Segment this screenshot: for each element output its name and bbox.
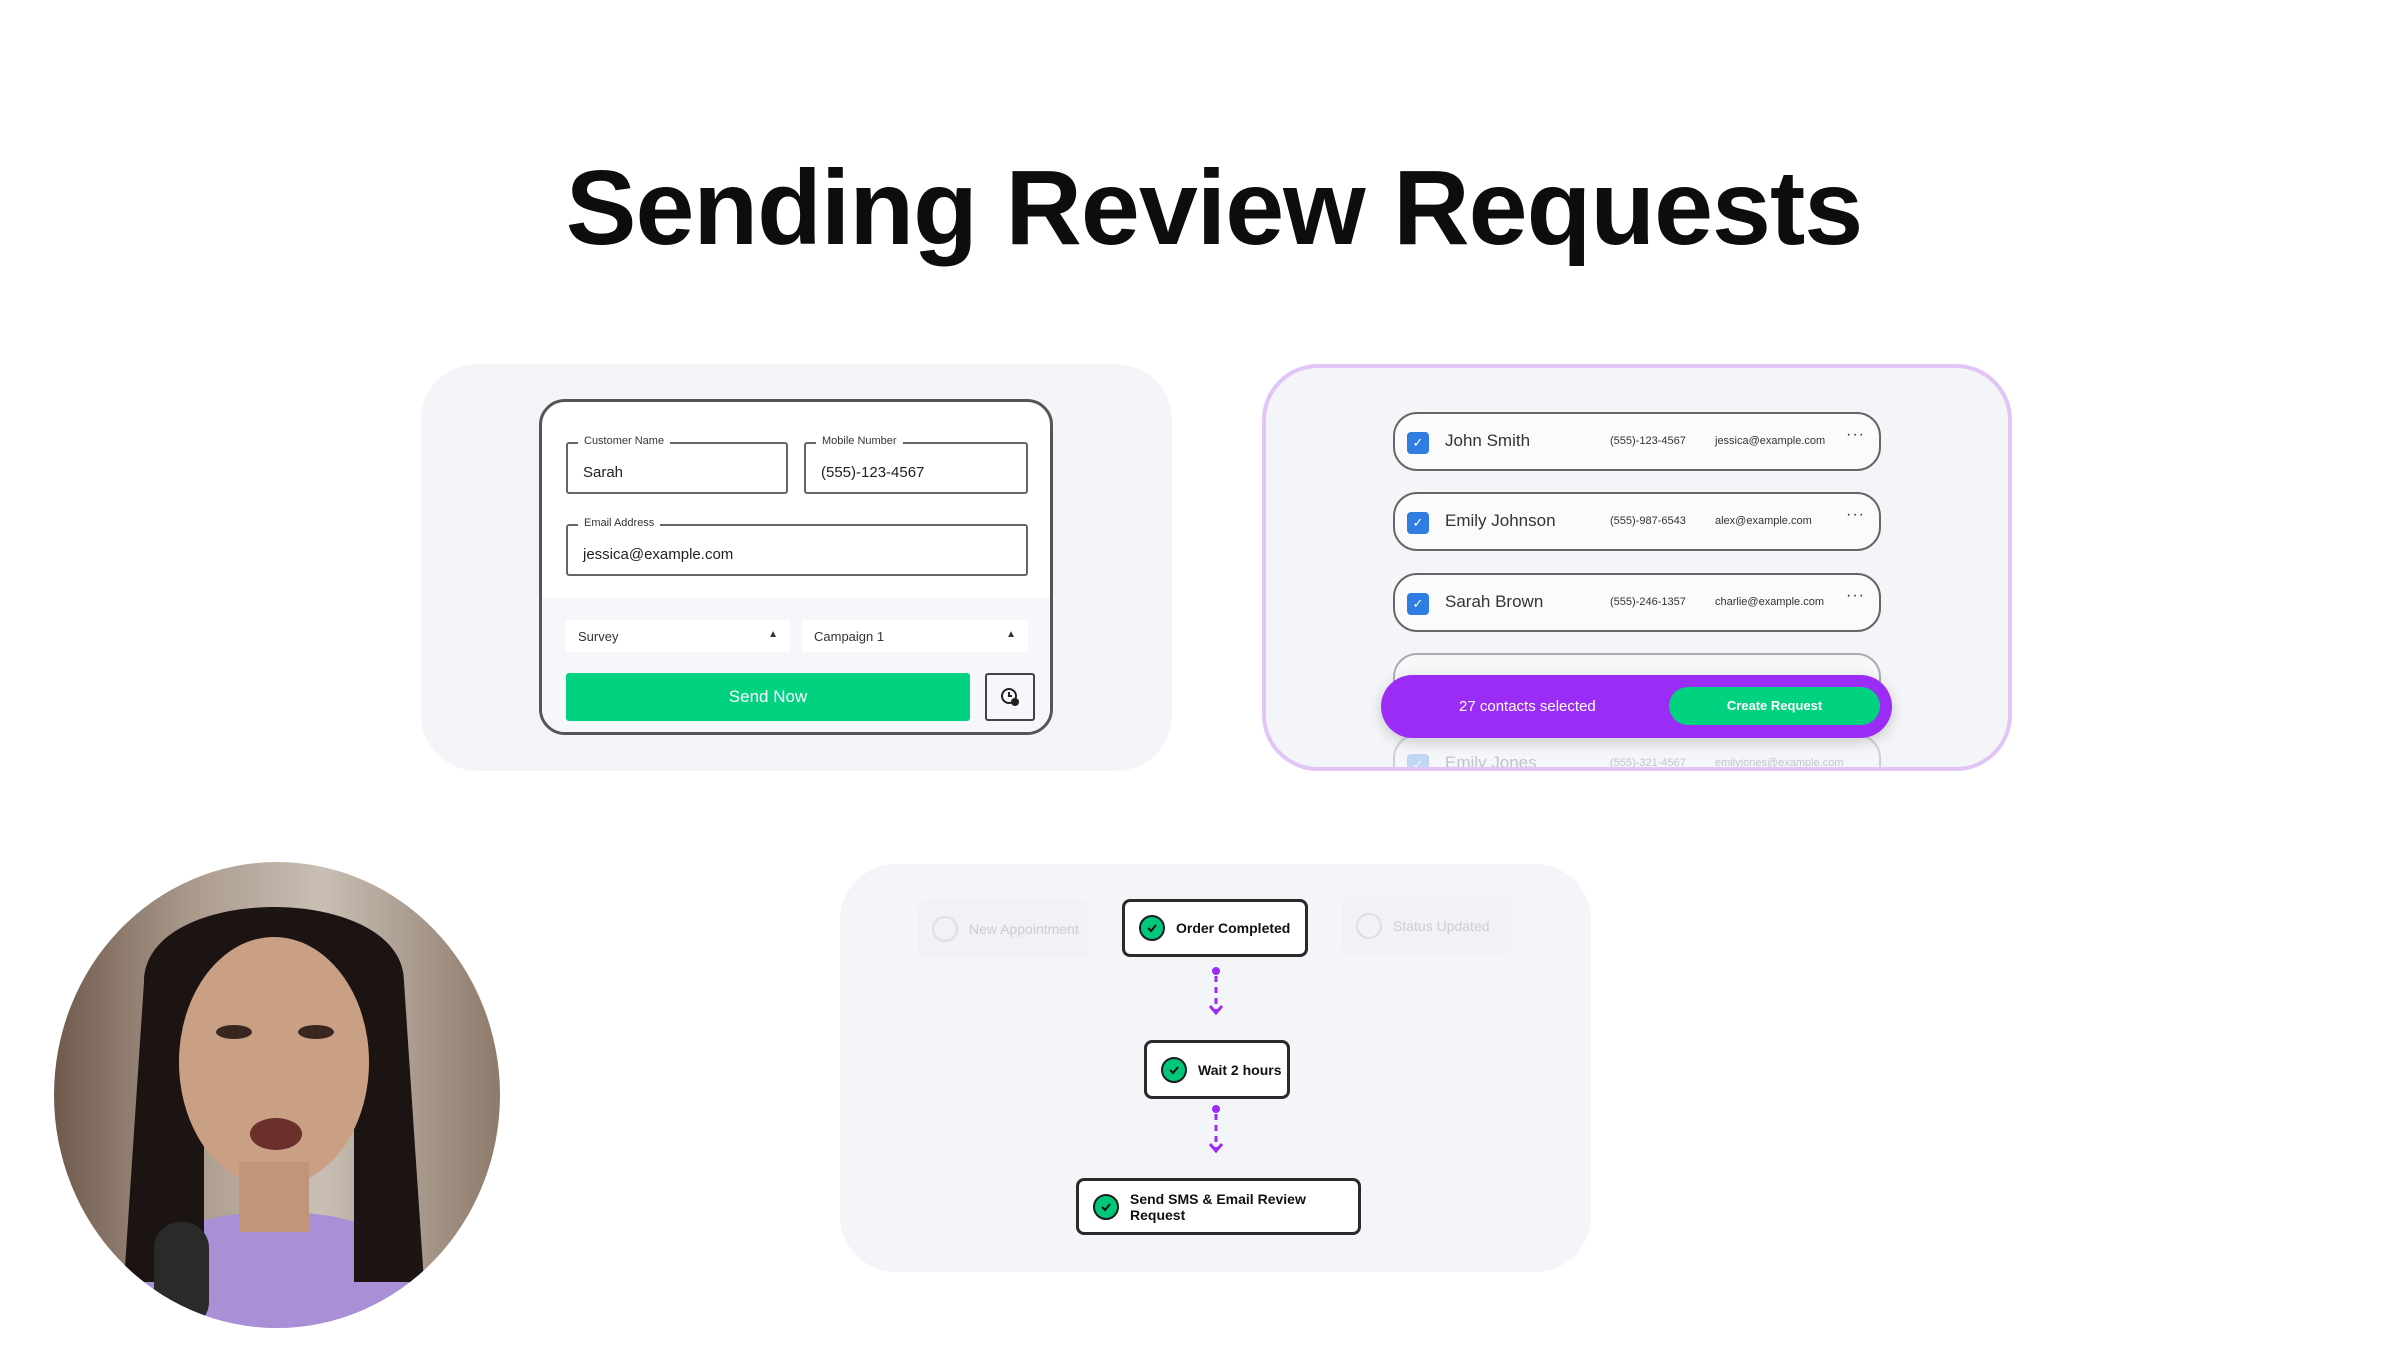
caret-up-icon: ▲ <box>768 629 778 640</box>
dashed-arrow-icon <box>1208 967 1224 1016</box>
send-form-card: Customer Name Sarah Mobile Number (555)-… <box>421 364 1172 771</box>
customer-name-label: Customer Name <box>578 435 671 447</box>
campaign-select[interactable]: Campaign 1 ▲ <box>802 620 1028 652</box>
contact-email: alex@example.com <box>1715 515 1812 527</box>
check-circle-icon <box>1161 1056 1187 1083</box>
workflow-card: New Appointment Order Completed Status U… <box>840 864 1591 1272</box>
step-wait[interactable]: Wait 2 hours <box>1144 1040 1290 1099</box>
send-now-button[interactable]: Send Now <box>566 673 970 721</box>
check-circle-icon <box>1139 915 1165 941</box>
campaign-value: Campaign 1 <box>814 629 885 644</box>
mobile-number-field[interactable]: Mobile Number (555)-123-4567 <box>804 435 1028 494</box>
more-options-icon[interactable]: ··· <box>1846 506 1865 523</box>
contact-row[interactable]: ✓ John Smith (555)-123-4567 jessica@exam… <box>1393 412 1881 471</box>
schedule-button[interactable] <box>985 673 1035 721</box>
more-options-icon[interactable]: ··· <box>1846 587 1865 604</box>
check-circle-icon <box>1093 1193 1119 1220</box>
dashed-arrow-icon <box>1208 1105 1224 1154</box>
request-type-value: Survey <box>578 629 619 644</box>
create-request-button[interactable]: Create Request <box>1669 687 1880 725</box>
customer-name-value: Sarah <box>583 464 624 481</box>
contact-name: Emily Johnson <box>1445 511 1556 530</box>
step-label: Send SMS & Email Review Request <box>1130 1190 1306 1223</box>
contact-phone: (555)-123-4567 <box>1610 435 1686 447</box>
empty-circle-icon <box>1356 913 1382 939</box>
more-options-icon[interactable]: ··· <box>1846 426 1865 443</box>
clock-check-icon <box>1001 688 1019 706</box>
contact-email: emilyjones@example.com <box>1715 757 1844 769</box>
checkbox-checked[interactable]: ✓ <box>1407 593 1429 615</box>
selection-bar: 27 contacts selected Create Request <box>1381 675 1892 738</box>
review-request-form: Customer Name Sarah Mobile Number (555)-… <box>539 399 1053 735</box>
trigger-order-completed[interactable]: Order Completed <box>1122 899 1308 957</box>
request-type-select[interactable]: Survey ▲ <box>566 620 790 652</box>
empty-circle-icon <box>932 916 958 942</box>
contact-phone: (555)-321-4567 <box>1610 757 1686 769</box>
contact-row-faded[interactable]: ✓ Emily Jones (555)-321-4567 emilyjones@… <box>1393 734 1881 771</box>
contact-row[interactable]: ✓ Emily Johnson (555)-987-6543 alex@exam… <box>1393 492 1881 551</box>
mobile-number-value: (555)-123-4567 <box>821 464 925 481</box>
caret-up-icon: ▲ <box>1006 629 1016 640</box>
selected-count: 27 contacts selected <box>1459 698 1596 715</box>
checkbox-checked[interactable]: ✓ <box>1407 432 1429 454</box>
trigger-label: New Appointment <box>969 921 1079 937</box>
trigger-label: Order Completed <box>1176 920 1291 936</box>
contact-email: charlie@example.com <box>1715 596 1824 608</box>
presenter-image <box>114 907 444 1328</box>
contact-email: jessica@example.com <box>1715 435 1826 447</box>
contact-name: Emily Jones <box>1445 753 1537 771</box>
checkbox-checked[interactable]: ✓ <box>1407 512 1429 534</box>
step-label: Wait 2 hours <box>1198 1061 1282 1078</box>
step-send-review-request[interactable]: Send SMS & Email Review Request <box>1076 1178 1361 1235</box>
contact-name: Sarah Brown <box>1445 592 1544 611</box>
presenter-webcam <box>54 862 500 1328</box>
trigger-new-appointment[interactable]: New Appointment <box>918 900 1088 958</box>
checkbox-checked[interactable]: ✓ <box>1407 754 1429 767</box>
contact-phone: (555)-246-1357 <box>1610 596 1686 608</box>
contacts-card: ✓ John Smith (555)-123-4567 jessica@exam… <box>1262 364 2012 771</box>
trigger-status-updated[interactable]: Status Updated <box>1342 897 1512 955</box>
mobile-number-label: Mobile Number <box>816 435 903 447</box>
page-title: Sending Review Requests <box>565 149 1863 267</box>
customer-name-field[interactable]: Customer Name Sarah <box>566 435 788 494</box>
contact-name: John Smith <box>1445 431 1531 450</box>
trigger-label: Status Updated <box>1393 918 1490 934</box>
contact-row[interactable]: ✓ Sarah Brown (555)-246-1357 charlie@exa… <box>1393 573 1881 632</box>
contact-phone: (555)-987-6543 <box>1610 515 1686 527</box>
email-address-field[interactable]: Email Address jessica@example.com <box>566 517 1028 576</box>
email-address-value: jessica@example.com <box>583 546 734 563</box>
email-address-label: Email Address <box>578 517 661 529</box>
